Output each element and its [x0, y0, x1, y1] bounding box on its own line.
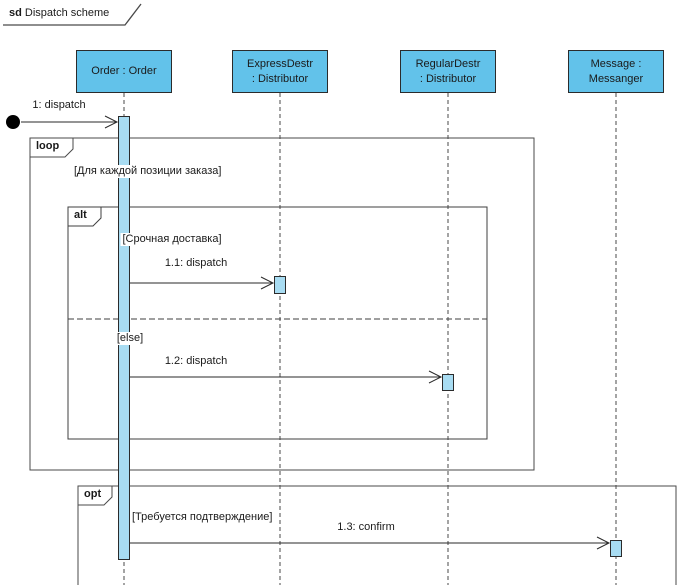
- message-1-1-arrowhead: [260, 276, 275, 290]
- opt-guard-label[interactable]: [Требуется подтверждение]: [130, 511, 275, 524]
- loop-operator-pentagon: [29, 137, 74, 158]
- opt-operator-pentagon: [77, 485, 113, 506]
- alt-fragment-border: [67, 206, 488, 440]
- alt-operator-label[interactable]: alt: [74, 209, 87, 221]
- lifeline-message-label: Message :: [590, 57, 642, 70]
- lifeline-express-label: ExpressDestr: [246, 57, 314, 70]
- message-1-1-label[interactable]: 1.1: dispatch: [162, 257, 230, 270]
- frame-title-border: [3, 3, 142, 26]
- activation-regular[interactable]: [442, 374, 454, 391]
- activation-express[interactable]: [274, 276, 286, 294]
- found-message-circle: [6, 115, 20, 129]
- message-1-2-arrowhead: [428, 370, 443, 384]
- lifeline-message-label-2: Messanger: [588, 72, 644, 85]
- lifeline-express[interactable]: ExpressDestr : Distributor: [232, 50, 328, 93]
- diagram-title-operator: sd: [9, 7, 22, 19]
- lifeline-regular[interactable]: RegularDestr : Distributor: [400, 50, 496, 93]
- loop-operator-label[interactable]: loop: [36, 140, 60, 152]
- lifeline-order-label: Order : Order: [91, 65, 157, 77]
- lifeline-order[interactable]: Order : Order: [76, 50, 172, 93]
- lifeline-express-label-2: : Distributor: [251, 72, 309, 85]
- alt-operator-pentagon: [67, 206, 102, 227]
- lifeline-regular-label-2: : Distributor: [419, 72, 477, 85]
- alt-guard-if-label[interactable]: [Срочная доставка]: [120, 233, 224, 246]
- activation-message[interactable]: [610, 540, 622, 557]
- lifeline-message[interactable]: Message : Messanger: [568, 50, 664, 93]
- alt-guard-else-label[interactable]: [else]: [114, 332, 146, 345]
- message-1-2-label[interactable]: 1.2: dispatch: [162, 355, 230, 368]
- message-1-3-arrowhead: [596, 536, 611, 550]
- diagram-title: sd Dispatch scheme: [9, 6, 109, 20]
- message-1-3-label[interactable]: 1.3: confirm: [335, 521, 397, 534]
- lifeline-regular-label: RegularDestr: [415, 57, 481, 70]
- opt-fragment-border: [77, 485, 677, 585]
- loop-guard-label[interactable]: [Для каждой позиции заказа]: [72, 165, 224, 178]
- message-1-arrowhead: [104, 115, 119, 129]
- diagram-title-text: Dispatch scheme: [24, 7, 110, 19]
- message-1-label[interactable]: 1: dispatch: [30, 99, 88, 112]
- loop-fragment-border: [29, 137, 535, 471]
- opt-operator-label[interactable]: opt: [84, 488, 102, 500]
